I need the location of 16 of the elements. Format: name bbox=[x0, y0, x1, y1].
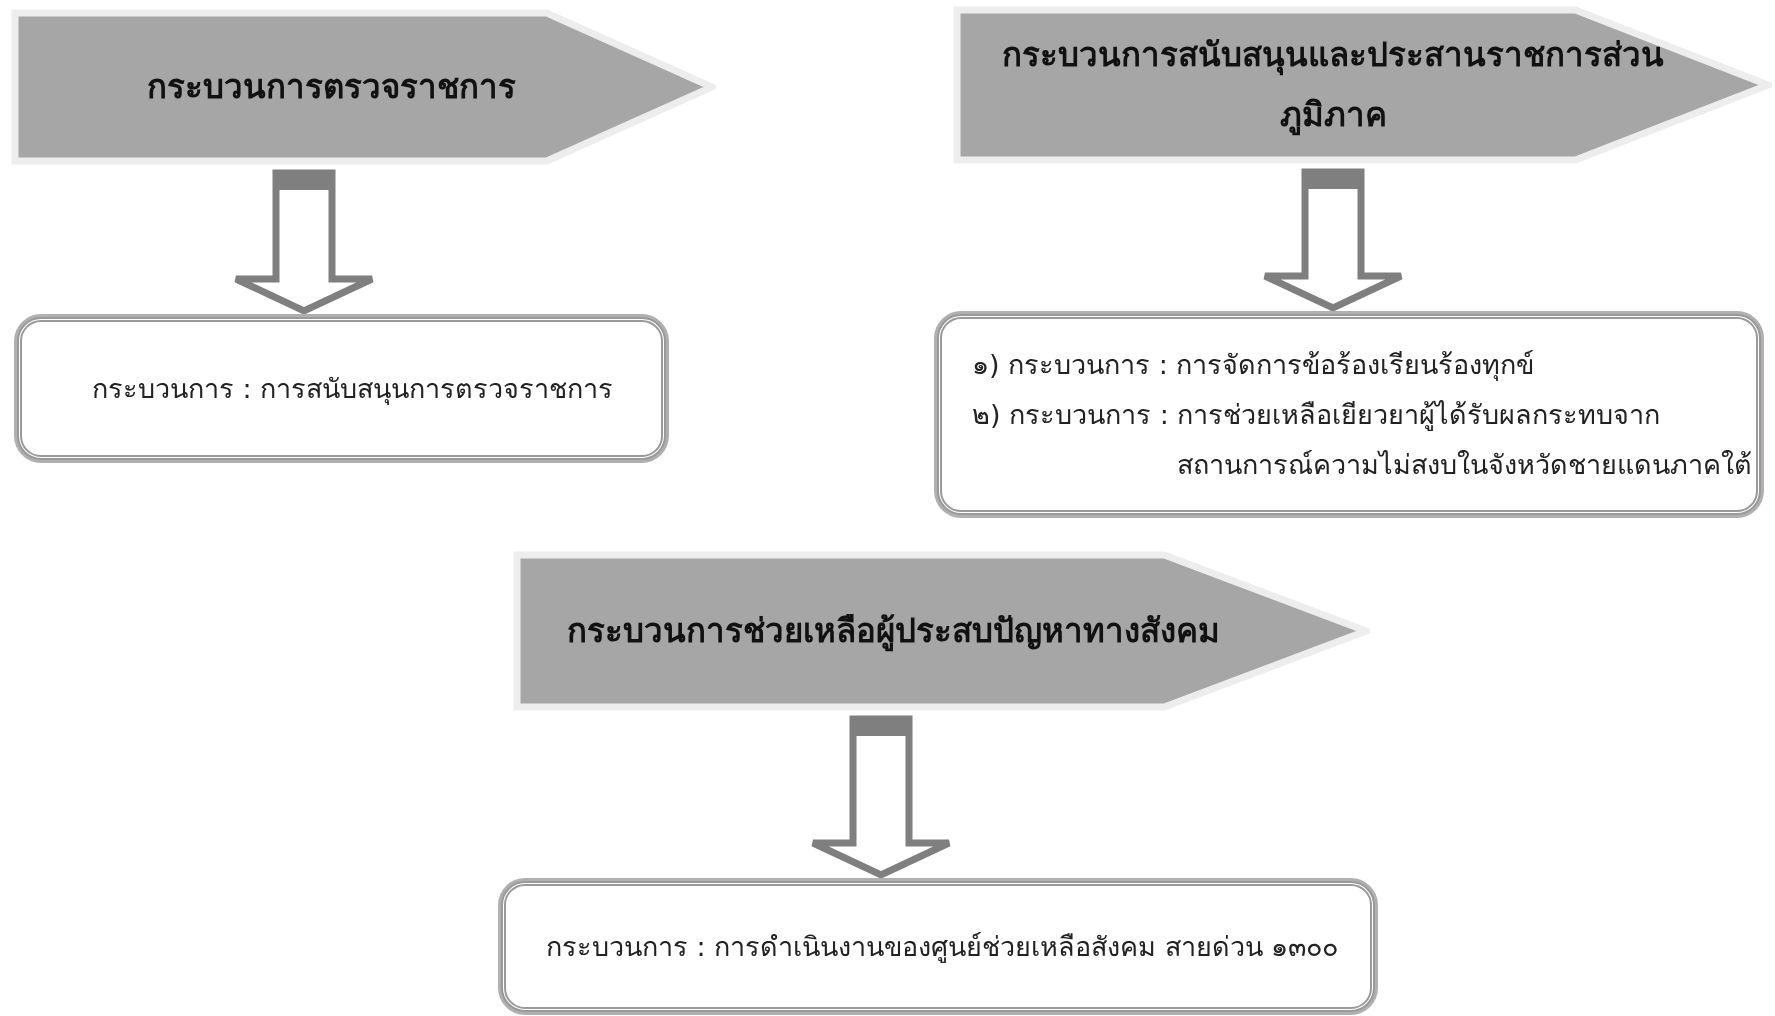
down-arrow bbox=[809, 715, 953, 879]
process-box bbox=[937, 314, 1761, 515]
process-title: กระบวนการตรวจราชการ bbox=[145, 66, 517, 108]
process-title: กระบวนการสนับสนุนและประสานราชการส่วนภูมิภาค bbox=[1001, 34, 1665, 138]
process-arrow-banner bbox=[11, 9, 716, 165]
process-arrow-banner bbox=[953, 6, 1772, 164]
process-arrow-banner bbox=[513, 551, 1370, 711]
process-description: กระบวนการ : การดำเนินงานของศูนย์ช่วยเหลือสังคม สายด่วน ๑๓๐๐ bbox=[546, 929, 1340, 965]
process-box bbox=[17, 317, 666, 460]
process-description: ๒) กระบวนการ : การช่วยเหลือเยียวยาผู้ได้รับผลกระทบจากสถานการณ์ความไม่สงบในจังหวัดชายแดนภาคใต้ bbox=[972, 397, 1752, 482]
process-description: กระบวนการ : การสนับสนุนการตรวจราชการ bbox=[92, 371, 615, 407]
process-description: ๑) กระบวนการ : การจัดการข้อร้องเรียนร้องทุกข์ bbox=[972, 347, 1536, 383]
down-arrow bbox=[1261, 168, 1405, 312]
process-title: กระบวนการช่วยเหลือผู้ประสบปัญหาทางสังคม bbox=[565, 610, 1221, 654]
down-arrow bbox=[232, 169, 376, 315]
process-box bbox=[501, 881, 1375, 1012]
